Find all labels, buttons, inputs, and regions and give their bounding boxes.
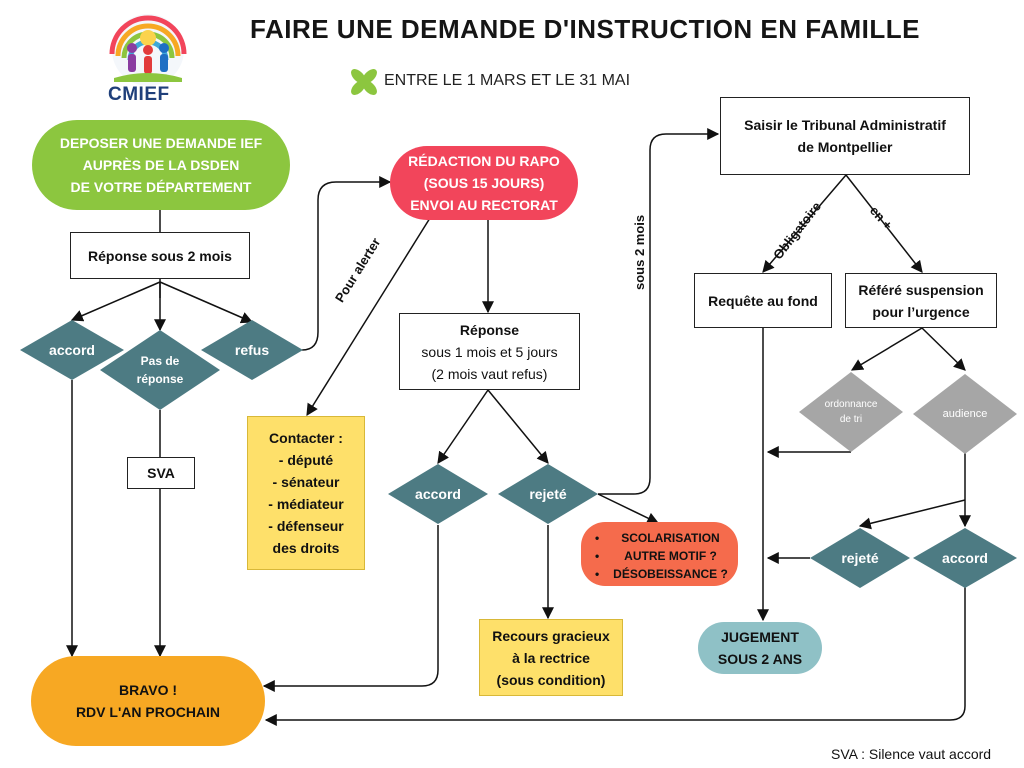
ordonnance-line-1: ordonnance	[824, 399, 878, 410]
reponse-2-mois-label: Réponse sous 2 mois	[88, 247, 232, 264]
contacter-line-2: - député	[278, 452, 334, 468]
tribunal-node: Saisir le Tribunal Administratif de Mont…	[720, 97, 970, 175]
edge-refus-rapo	[301, 176, 392, 351]
rejete-diamond-1	[498, 464, 598, 524]
reponse-rectorat-line-2: sous 1 mois et 5 jours	[421, 343, 558, 360]
recours-line-2: à la rectrice	[512, 649, 590, 666]
edge-rapo-contacter	[306, 217, 431, 417]
edge-rejete-motifs	[597, 493, 660, 524]
refere-line-2: pour l’urgence	[872, 303, 970, 320]
sous-2-mois-label: sous 2 mois	[632, 214, 647, 290]
date-range: ENTRE LE 1 MARS ET LE 31 MAI	[384, 72, 631, 89]
contacter-line-6: des droits	[272, 540, 340, 556]
sva-node: SVA	[127, 457, 195, 489]
reponse-rectorat-line-1: Réponse	[459, 321, 520, 338]
jugement-line-1: JUGEMENT	[721, 629, 799, 645]
motif-item: •AUTRE MOTIF ?	[595, 549, 717, 563]
requete-node: Requête au fond	[694, 273, 832, 328]
dsden-line-3: DE VOTRE DÉPARTEMENT	[70, 179, 252, 195]
accord-diamond-2	[388, 464, 488, 524]
pas-de-reponse-line-1: Pas de	[140, 354, 180, 368]
bravo-line-1: BRAVO !	[118, 682, 178, 698]
edge-refere-ordonnance	[850, 327, 923, 371]
pas-de-reponse-line-2: réponse	[136, 372, 184, 386]
page-title: FAIRE UNE DEMANDE D'INSTRUCTION EN FAMIL…	[250, 14, 920, 44]
rapo-node: RÉDACTION DU RAPO (SOUS 15 JOURS) ENVOI …	[390, 146, 578, 220]
pas-de-reponse-diamond	[100, 330, 220, 410]
contacter-line-4: - médiateur	[268, 496, 344, 512]
rejete-diamond-2	[810, 528, 910, 588]
tribunal-line-2: de Montpellier	[797, 139, 893, 155]
edge-reponse-rejete	[487, 389, 549, 464]
edge-rejete-tribunal	[598, 128, 720, 495]
edge-audience-rejete	[858, 499, 966, 530]
edge-to-accord	[70, 281, 161, 322]
edge-accord2-bravo	[262, 525, 439, 692]
refus-diamond	[201, 320, 303, 380]
contacter-node: Contacter : - député - sénateur - médiat…	[247, 416, 365, 570]
accord-label-1: accord	[49, 342, 95, 358]
recours-line-1: Recours gracieux	[492, 627, 610, 644]
motif-item: •SCOLARISATION	[595, 531, 720, 545]
accord-label-3: accord	[942, 550, 988, 566]
ordonnance-diamond	[799, 372, 903, 452]
rapo-line-2: (SOUS 15 JOURS)	[423, 175, 545, 191]
flow-edges	[66, 128, 971, 726]
rapo-line-3: ENVOI AU RECTORAT	[410, 197, 558, 213]
audience-diamond	[913, 374, 1017, 454]
motif-item: •DÉSOBEISSANCE ?	[595, 567, 728, 581]
edge-reponse-accord	[437, 389, 489, 464]
motifs-list: •SCOLARISATION •AUTRE MOTIF ? •DÉSOBEISS…	[581, 522, 738, 586]
clover-icon	[351, 69, 377, 95]
jugement-line-2: SOUS 2 ANS	[717, 651, 803, 667]
sva-label: SVA	[147, 465, 175, 481]
cmief-logo	[109, 14, 187, 86]
rejete-label-1: rejeté	[529, 486, 567, 502]
dsden-line-2: AUPRÈS DE LA DSDEN	[82, 157, 240, 173]
contacter-line-1: Contacter :	[269, 430, 343, 446]
ordonnance-line-2: de tri	[839, 414, 863, 425]
edge-accord3-bravo	[264, 586, 966, 726]
recours-line-3: (sous condition)	[496, 671, 606, 688]
refere-line-1: Référé suspension	[858, 281, 984, 298]
dsden-line-1: DEPOSER UNE DEMANDE IEF	[59, 135, 263, 151]
rejete-label-2: rejeté	[841, 550, 879, 566]
refere-node: Référé suspension pour l’urgence	[845, 273, 997, 328]
ordonnance-label: ordonnance de tri	[799, 372, 903, 452]
edge-refere-audience	[921, 327, 966, 371]
footer-note: SVA : Silence vaut accord	[831, 746, 992, 762]
edge-to-refus	[159, 281, 254, 324]
rapo-line-1: RÉDACTION DU RAPO	[408, 153, 560, 169]
audience-label: audience	[942, 408, 988, 420]
edge-tribunal-requete	[762, 174, 847, 273]
recours-node: Recours gracieux à la rectrice (sous con…	[479, 619, 623, 696]
dsden-request-node: DEPOSER UNE DEMANDE IEF AUPRÈS DE LA DSD…	[32, 120, 290, 210]
pas-de-reponse-label: Pas de réponse	[100, 330, 220, 410]
contacter-line-3: - sénateur	[272, 474, 340, 490]
bravo-node: BRAVO ! RDV L'AN PROCHAIN	[31, 656, 265, 746]
edge-tribunal-refere	[845, 174, 923, 273]
requete-label: Requête au fond	[708, 292, 818, 309]
accord-diamond-1	[20, 320, 124, 380]
bravo-line-2: RDV L'AN PROCHAIN	[75, 704, 221, 720]
refus-label: refus	[234, 342, 270, 358]
accord-label-2: accord	[415, 486, 461, 502]
reponse-rectorat-line-3: (2 mois vaut refus)	[431, 365, 548, 382]
reponse-rectorat-node: Réponse sous 1 mois et 5 jours (2 mois v…	[399, 313, 580, 390]
logo-text: CMIEF	[108, 84, 170, 105]
tribunal-line-1: Saisir le Tribunal Administratif	[744, 117, 946, 133]
contacter-line-5: - défenseur	[268, 518, 344, 534]
accord-diamond-3	[913, 528, 1017, 588]
reponse-2-mois-node: Réponse sous 2 mois	[70, 232, 250, 279]
jugement-node: JUGEMENT SOUS 2 ANS	[698, 622, 822, 674]
